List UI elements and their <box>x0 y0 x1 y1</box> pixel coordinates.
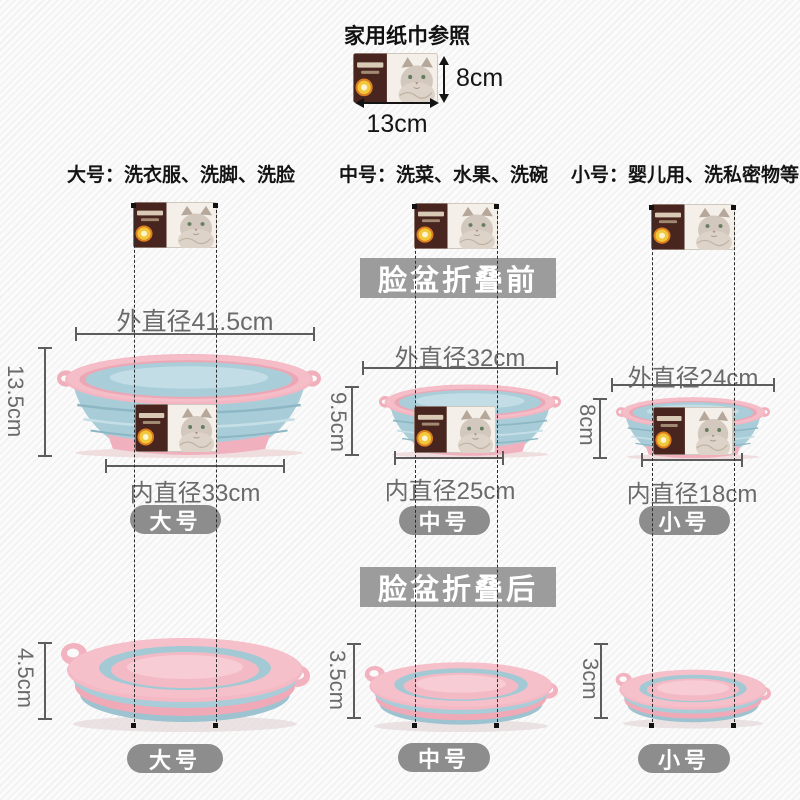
basin-label-tissue-large <box>135 404 217 452</box>
basin-label-tissue-small <box>653 407 733 455</box>
size-pill-small-folded: 小号 <box>638 744 730 773</box>
dashed-guide-line <box>216 205 217 727</box>
inner-diameter-label-small: 内直径18cm <box>626 481 758 508</box>
size-header-small: 小号：婴儿用、洗私密物等 <box>571 165 800 186</box>
size-header-medium: 中号：洗菜、水果、洗碗 <box>339 165 549 186</box>
open-height-line-small <box>593 398 607 459</box>
basin-folded-medium <box>364 662 558 733</box>
dashed-guide-line <box>734 207 735 727</box>
guide-dot <box>494 723 499 728</box>
folded-height-label-medium: 3.5cm <box>325 650 350 710</box>
page-title: 家用纸巾参照 <box>344 25 470 48</box>
folded-height-line-large <box>38 642 52 720</box>
inner-diameter-label-large: 内直径33cm <box>129 480 261 507</box>
guide-dot <box>131 723 136 728</box>
guide-dot <box>412 723 417 728</box>
inner-diameter-line-small <box>641 453 743 467</box>
folded-height-line-medium <box>347 643 361 719</box>
basin-label-tissue-medium <box>414 406 496 453</box>
column-tissue-image-medium <box>414 203 498 249</box>
size-pill-large-folded: 大号 <box>127 744 223 773</box>
banner-before-folding: 脸盆折叠前 <box>360 258 556 298</box>
guide-dot <box>213 203 218 208</box>
guide-dot <box>731 205 736 210</box>
open-height-line-large <box>38 347 52 457</box>
size-pill-large-open: 大号 <box>130 505 221 534</box>
reference-height-label: 8cm <box>456 64 504 92</box>
folded-height-label-large: 4.5cm <box>13 648 38 708</box>
outer-diameter-line-small <box>611 378 775 392</box>
guide-dot <box>649 723 654 728</box>
dashed-guide-line <box>415 206 416 727</box>
outer-diameter-label-large: 外直径41.5cm <box>116 308 274 336</box>
dashed-guide-line <box>652 207 653 727</box>
reference-width-label: 13cm <box>366 110 428 138</box>
inner-diameter-line-medium <box>394 451 504 465</box>
inner-diameter-line-large <box>105 459 285 473</box>
size-pill-small-open: 小号 <box>639 506 730 535</box>
open-height-line-medium <box>345 386 359 456</box>
folded-height-line-small <box>594 643 608 719</box>
size-pill-medium-folded: 中号 <box>398 743 490 772</box>
size-pill-medium-open: 中号 <box>399 506 490 535</box>
open-height-label-large: 13.5cm <box>3 365 28 438</box>
column-tissue-image-large <box>133 202 217 248</box>
outer-diameter-line-medium <box>362 361 558 375</box>
basin-folded-small <box>615 669 771 729</box>
reference-tissue-image <box>353 53 438 103</box>
outer-diameter-line-large <box>75 327 315 341</box>
open-height-label-medium: 9.5cm <box>326 392 351 452</box>
guide-dot <box>731 723 736 728</box>
guide-dot <box>213 723 218 728</box>
guide-dot <box>131 203 136 208</box>
guide-dot <box>649 205 654 210</box>
outer-diameter-label-small: 外直径24cm <box>627 365 759 392</box>
dashed-guide-line <box>497 206 498 727</box>
banner-after-folding: 脸盆折叠后 <box>360 567 556 607</box>
folded-height-label-small: 3cm <box>578 658 603 700</box>
reference-height-arrow <box>439 56 449 103</box>
basin-folded-large <box>61 638 310 732</box>
guide-dot <box>412 204 417 209</box>
size-header-large: 大号：洗衣服、洗脚、洗脸 <box>67 165 296 186</box>
guide-dot <box>494 204 499 209</box>
reference-width-arrow <box>355 98 439 108</box>
column-tissue-image-small <box>651 204 735 250</box>
dashed-guide-line <box>134 205 135 727</box>
open-height-label-small: 8cm <box>575 404 600 446</box>
inner-diameter-label-medium: 内直径25cm <box>384 478 516 505</box>
